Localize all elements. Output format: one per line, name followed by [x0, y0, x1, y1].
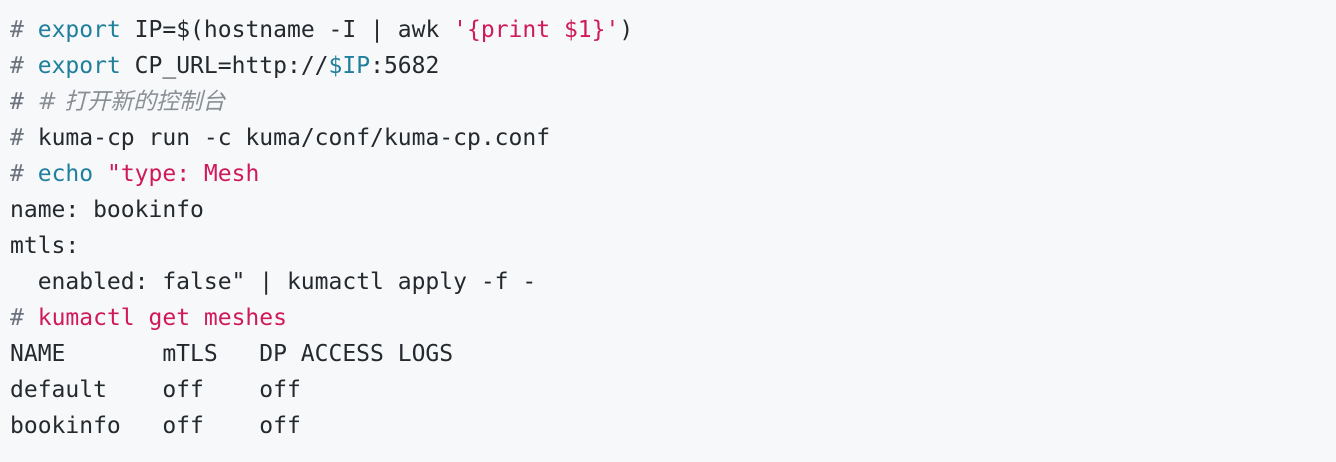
code-line-8: enabled: false" | kumactl apply -f -: [10, 264, 1324, 300]
code-line-6: name: bookinfo: [10, 192, 1324, 228]
comment-hash: #: [10, 89, 24, 115]
code-text: name: bookinfo: [10, 197, 204, 223]
string-literal: '{print $1}': [453, 17, 620, 43]
comment-hash: #: [10, 125, 24, 151]
variable-ip: $IP: [328, 53, 371, 79]
code-line-2: # export CP_URL=http://$IP:5682: [10, 48, 1324, 84]
output-table-row: bookinfo off off: [10, 413, 301, 439]
code-content: # export IP=$(hostname -I | awk '{print …: [10, 12, 1324, 444]
code-text: IP=$(hostname -I | awk: [134, 17, 440, 43]
code-line-1: # export IP=$(hostname -I | awk '{print …: [10, 12, 1324, 48]
comment-hash: #: [10, 53, 24, 79]
code-text: mtls:: [10, 233, 80, 259]
code-text: ): [619, 17, 634, 43]
code-line-9: # kumactl get meshes: [10, 300, 1324, 336]
keyword-export: export: [37, 53, 121, 79]
code-text: | kumactl apply -f -: [259, 269, 537, 295]
comment-hash: #: [10, 161, 24, 187]
comment-open-console: # 打开新的控制台: [37, 89, 226, 115]
code-line-4: # kuma-cp run -c kuma/conf/kuma-cp.conf: [10, 120, 1324, 156]
output-table-row: default off off: [10, 377, 301, 403]
code-text: enabled: false": [10, 269, 246, 295]
code-text: kuma-cp run -c kuma/conf/kuma-cp.conf: [37, 125, 551, 151]
output-table-header: NAME mTLS DP ACCESS LOGS: [10, 341, 454, 367]
string-literal: kumactl get meshes: [37, 305, 287, 331]
code-line-7: mtls:: [10, 228, 1324, 264]
code-text: CP_URL=http://: [134, 53, 329, 79]
comment-hash: #: [10, 17, 24, 43]
comment-hash: #: [10, 305, 24, 331]
code-text: :5682: [370, 53, 440, 79]
keyword-export: export: [37, 17, 121, 43]
code-line-3: # # 打开新的控制台: [10, 84, 1324, 120]
keyword-echo: echo: [37, 161, 94, 187]
code-line-5: # echo "type: Mesh: [10, 156, 1324, 192]
string-literal: "type: Mesh: [106, 161, 260, 187]
